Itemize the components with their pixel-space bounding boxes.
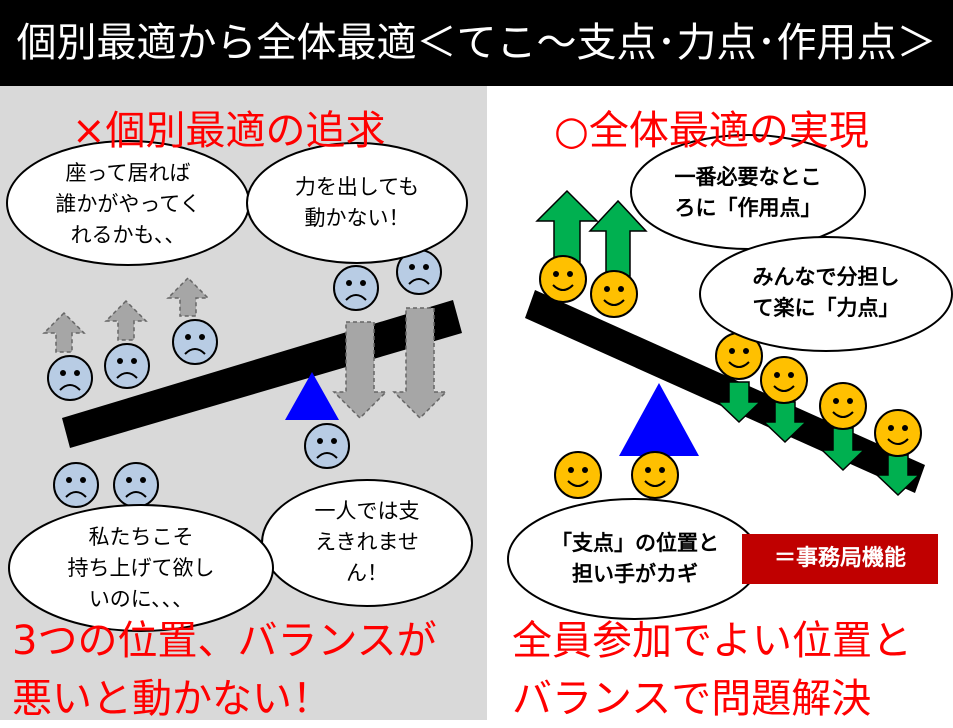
right-down-arrow: [762, 401, 808, 444]
bubble-text: 座って居れば 誰かがやってく れるかも、、: [55, 161, 201, 247]
right-fulcrum: [619, 383, 699, 456]
speech-bubble: [8, 504, 274, 632]
left-up-arrow: [166, 276, 210, 317]
sad-face-icon: [333, 265, 379, 311]
right-down-arrow: [716, 381, 762, 424]
speech-bubble: [246, 142, 468, 264]
right-heading: ○全体最適の実現: [554, 108, 869, 154]
sad-face-icon: [47, 355, 93, 401]
happy-face-icon: [590, 270, 638, 318]
sad-face-icon: [304, 423, 350, 469]
left-heading: ×個別最適の追求: [72, 108, 386, 154]
happy-face-icon: [874, 409, 922, 457]
sad-face-icon: [172, 319, 218, 365]
right-summary: 全員参加でよい位置と バランスで問題解決: [512, 618, 912, 722]
speech-bubble: [699, 236, 953, 352]
right-up-arrow: [535, 189, 599, 263]
sad-face-icon: [104, 343, 150, 389]
secretariat-tag: ＝事務局機能: [742, 534, 938, 584]
happy-face-icon: [760, 356, 808, 404]
bubble-text: 私たちこそ 持ち上げて欲し いのに、、、: [67, 525, 215, 611]
bubble-text: 「支点」の位置と 担い手がカギ: [551, 531, 719, 586]
right-down-arrow: [820, 427, 866, 472]
bubble-text: 力を出しても 動かない！: [294, 175, 420, 230]
left-fulcrum: [285, 372, 339, 420]
happy-face-icon: [631, 451, 679, 499]
left-up-arrow: [104, 299, 148, 341]
left-down-arrow: [332, 321, 388, 420]
right-lever-bar: [525, 290, 925, 493]
left-summary: 3つの位置、バランスが 悪いと動かない！: [12, 618, 437, 722]
happy-face-icon: [554, 451, 602, 499]
happy-face-icon: [539, 255, 587, 303]
bubble-text: 一番必要なとこ ろに「作用点」: [674, 165, 822, 220]
happy-face-icon: [819, 382, 867, 430]
right-down-arrow: [875, 454, 921, 497]
left-down-arrow: [392, 307, 448, 420]
page-title: 個別最適から全体最適＜てこ〜支点･力点･作用点＞: [0, 0, 953, 86]
bubble-text: 一人では支 えきれませ ん！: [314, 499, 420, 585]
bubble-text: みんなで分担し て楽に「力点」: [752, 265, 900, 320]
sad-face-icon: [53, 462, 99, 508]
left-up-arrow: [42, 311, 86, 353]
sad-face-icon: [113, 462, 159, 508]
